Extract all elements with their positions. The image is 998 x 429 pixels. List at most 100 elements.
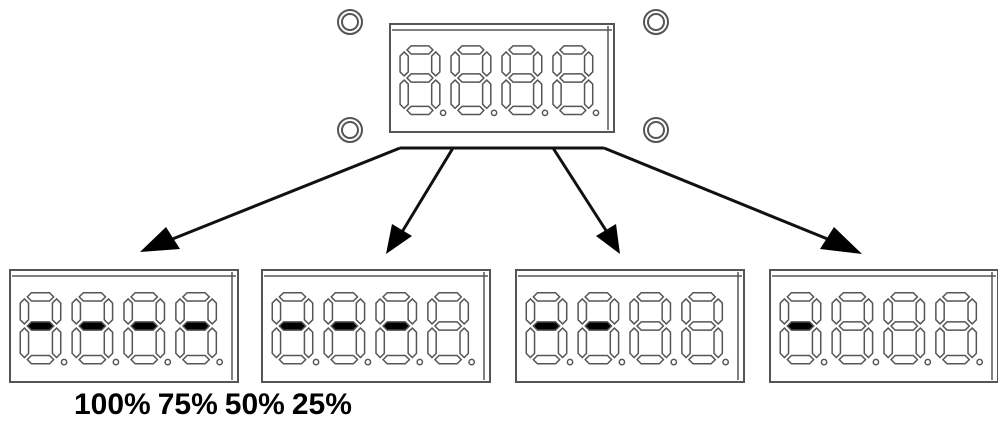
segment-b [355,297,366,325]
segment-f [629,297,640,325]
segment-f [501,50,511,78]
segment-d [558,105,587,116]
digit [19,291,68,366]
segment-g [181,321,211,331]
segment-e [525,327,536,359]
segment-e [831,327,842,359]
decimal-point [872,358,880,366]
segment-b [532,50,543,78]
segment-c [713,327,724,359]
segment-d [129,354,159,365]
decimal-point [416,358,424,366]
digit [501,45,549,117]
digit [552,45,600,117]
caption-75-percent: 75% [157,388,218,421]
segment-g [26,321,55,331]
segment-f [19,297,30,325]
segment-f [175,297,185,325]
segment-e [681,327,691,359]
segment-g [889,321,919,331]
segment-c [557,327,568,359]
segment-b [407,297,418,325]
digit [71,291,120,366]
segment-d [381,354,411,365]
digit [525,291,574,366]
decimal-point [592,109,600,117]
segment-c [661,327,672,359]
segment-b [915,297,926,325]
decimal-point [112,358,120,366]
segment-d [941,354,971,365]
decimal-point [722,358,730,366]
segment-e [399,78,409,110]
display-100-percent [9,269,239,383]
segment-a [78,291,107,302]
segment-e [375,327,386,359]
segment-d [78,354,107,365]
segment-b [713,297,724,325]
segment-c [481,78,492,110]
decimal-point [164,358,172,366]
decimal-point [670,358,678,366]
segment-e [629,327,640,359]
mounting-hole-top-right [643,9,669,35]
segment-d [456,105,485,116]
segment-f [271,297,282,325]
segment-g [78,321,107,331]
segment-c [609,327,620,359]
arrow-to-75-percent [386,147,455,254]
segment-c [430,78,441,110]
segment-b [51,297,62,325]
display-50-percent [515,269,745,383]
digit [681,291,730,366]
segment-d [687,354,717,365]
segment-d [635,354,665,365]
segment-d [330,354,359,365]
decimal-point [541,109,549,117]
decimal-point [566,358,574,366]
segment-e [19,327,30,359]
segment-c [155,327,166,359]
segment-g [129,321,159,331]
segment-d [405,105,434,116]
segment-b [609,297,620,325]
decimal-point [820,358,828,366]
caption-25-percent: 25% [291,388,352,421]
segment-a [786,291,815,302]
display-frame [389,23,615,133]
segment-a [181,291,211,302]
digit [779,291,828,366]
decimal-point [216,358,224,366]
segment-a [278,291,307,302]
digit [323,291,372,366]
segment-g [635,321,665,331]
segment-e [71,327,82,359]
segment-g [584,321,613,331]
arrow-to-100-percent [140,146,401,252]
decimal-point [924,358,932,366]
segment-g [941,321,971,331]
segment-f [935,297,945,325]
main-seven-segment-display [389,23,615,133]
segment-a [558,45,587,55]
segment-f [427,297,437,325]
decimal-point [976,358,984,366]
segment-d [507,105,536,116]
segment-f [779,297,790,325]
segment-b [459,297,470,325]
digit [629,291,678,366]
segment-d [786,354,815,365]
digit [375,291,424,366]
segment-f [883,297,894,325]
digit [123,291,172,366]
segment-g [456,73,485,83]
segment-f [399,50,409,78]
segment-f [71,297,82,325]
segment-a [330,291,359,302]
segment-a [635,291,665,302]
decimal-point [439,109,447,117]
decimal-point [60,358,68,366]
segment-e [779,327,790,359]
segment-c [967,327,978,359]
